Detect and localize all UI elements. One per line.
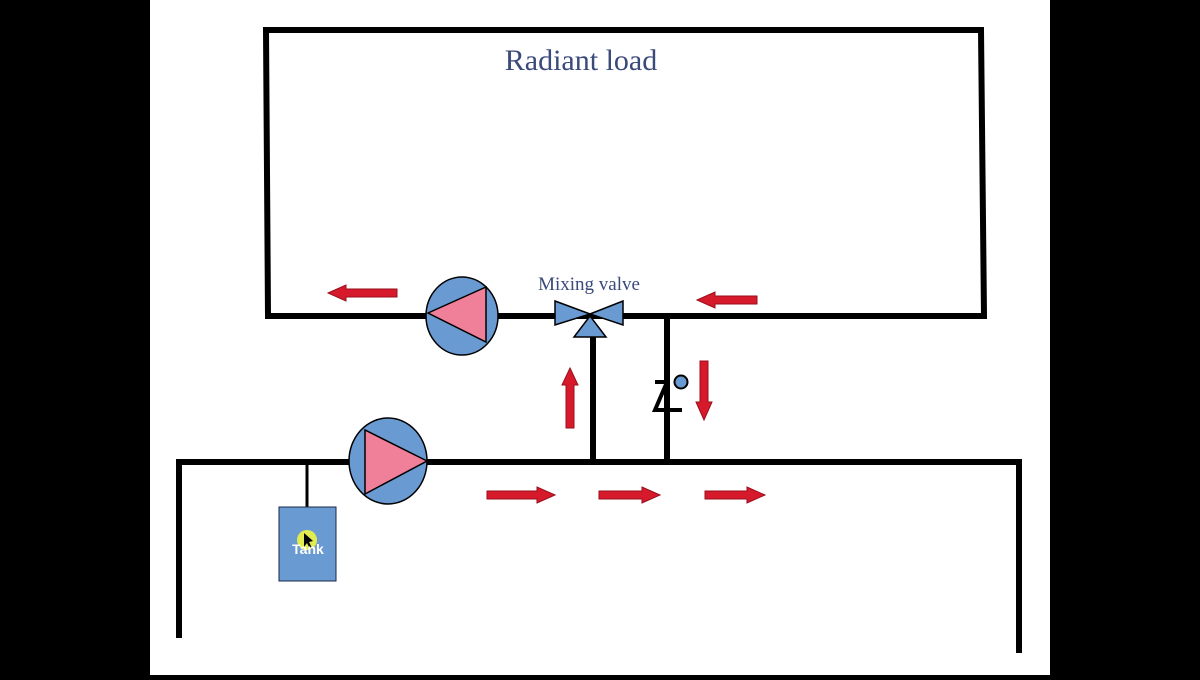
mixing-valve-label: Mixing valve <box>538 274 640 295</box>
primary-loop <box>176 459 1022 653</box>
right-letterbox <box>1050 0 1200 675</box>
check-valve-icon <box>651 374 689 412</box>
radiant-load-pipe <box>262 26 988 319</box>
diagram-title: Radiant load <box>505 44 657 77</box>
flow-arrow-lower-3 <box>704 486 767 504</box>
lower-pump-icon <box>348 417 429 505</box>
primary-loop-pipe <box>176 459 1022 653</box>
flow-arrow-upper-left <box>326 284 398 302</box>
upper-pump-icon <box>425 276 499 356</box>
radiant-load-loop <box>262 26 988 319</box>
flow-arrow-return-drop <box>695 360 713 422</box>
flow-arrow-lower-2 <box>598 486 662 504</box>
cursor-icon <box>304 533 313 549</box>
flow-arrows <box>326 284 767 504</box>
tank-icon <box>278 506 337 582</box>
flow-arrow-upper-right <box>695 291 758 309</box>
three-way-valve-icon <box>554 299 624 338</box>
flow-arrow-supply-riser <box>561 366 579 429</box>
tank-label: Tank <box>292 541 324 557</box>
flow-arrow-lower-1 <box>486 486 557 504</box>
left-letterbox <box>0 0 150 675</box>
